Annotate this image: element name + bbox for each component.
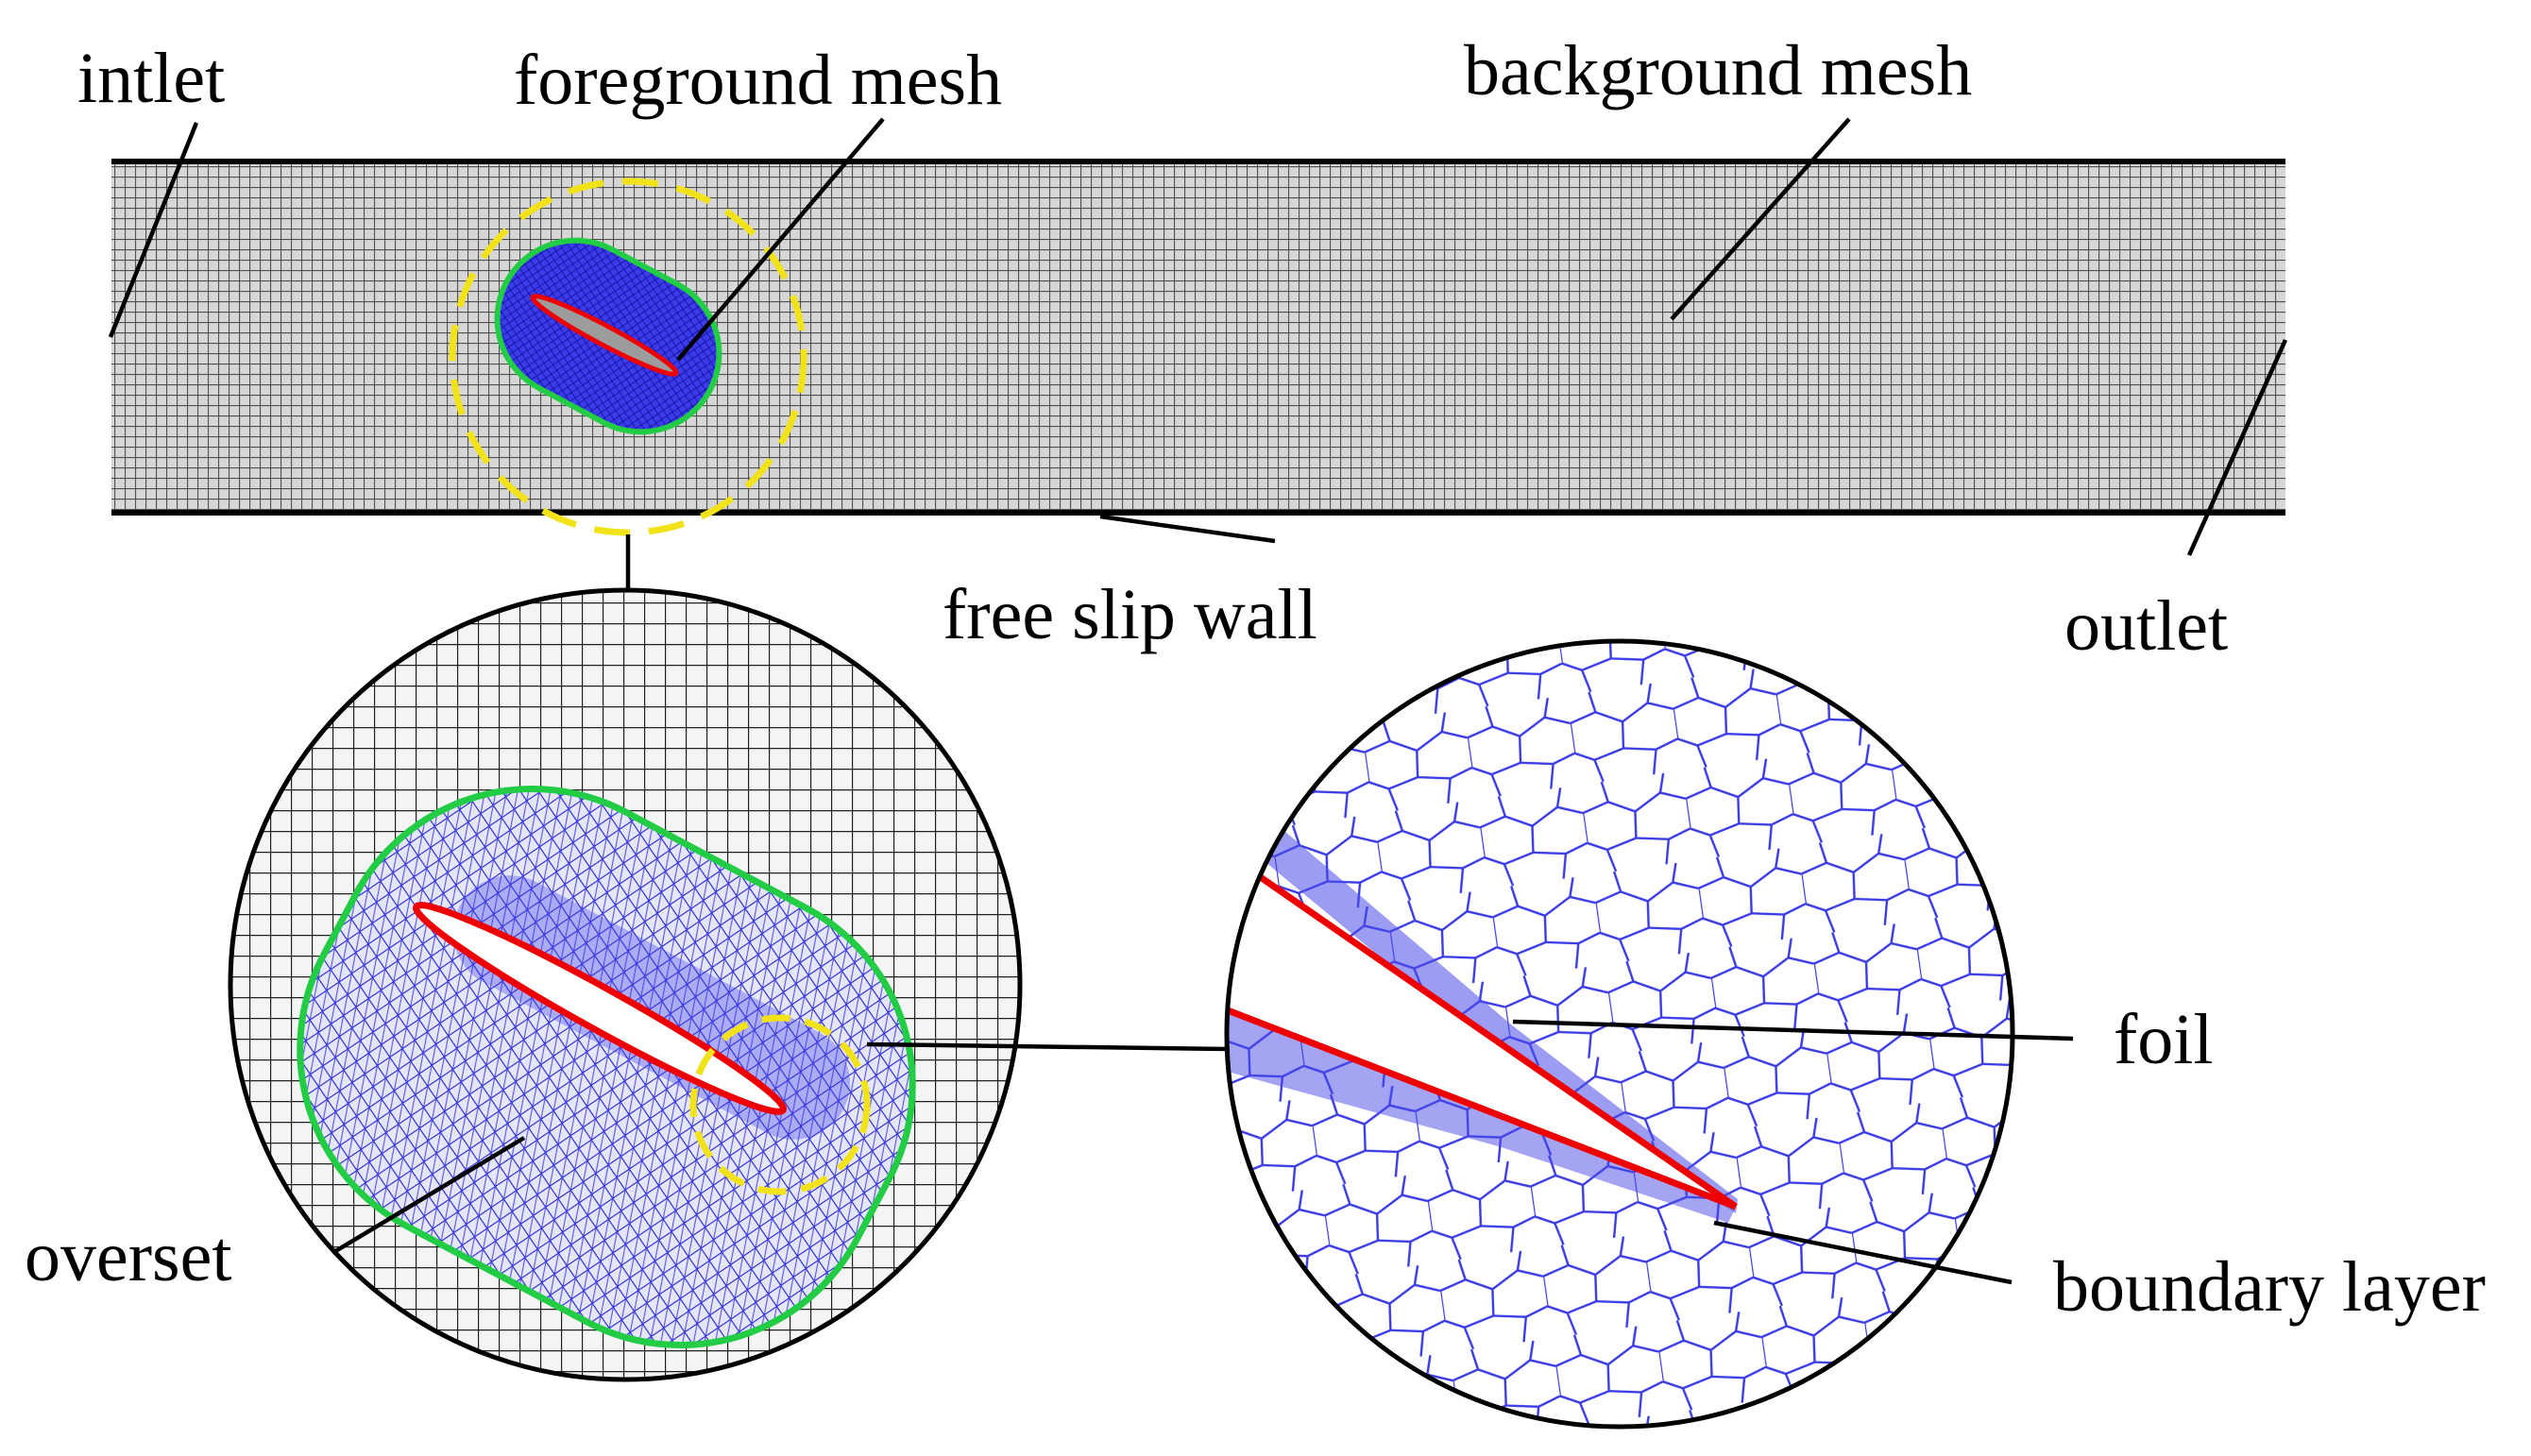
label-inlet: intlet [77, 39, 225, 118]
label-boundary-layer: boundary layer [2053, 1247, 2486, 1327]
label-foreground-mesh: foreground mesh [514, 41, 1002, 120]
label-overset: overset [25, 1217, 231, 1296]
leader-lines-top [108, 117, 2288, 623]
foreground-mesh-small [494, 237, 722, 435]
zoom-marker-top [449, 178, 807, 536]
overset-zoom-view [228, 587, 1023, 1382]
label-background-mesh: background mesh [1464, 31, 1972, 110]
boundary-layer-zoom-view [1224, 638, 2015, 1430]
label-foil: foil [2114, 1000, 2214, 1079]
background-mesh-domain [111, 159, 2285, 516]
label-free-slip-wall: free slip wall [943, 575, 1317, 654]
label-outlet: outlet [2064, 586, 2228, 666]
leader-lines-bottom [331, 1019, 2074, 1285]
